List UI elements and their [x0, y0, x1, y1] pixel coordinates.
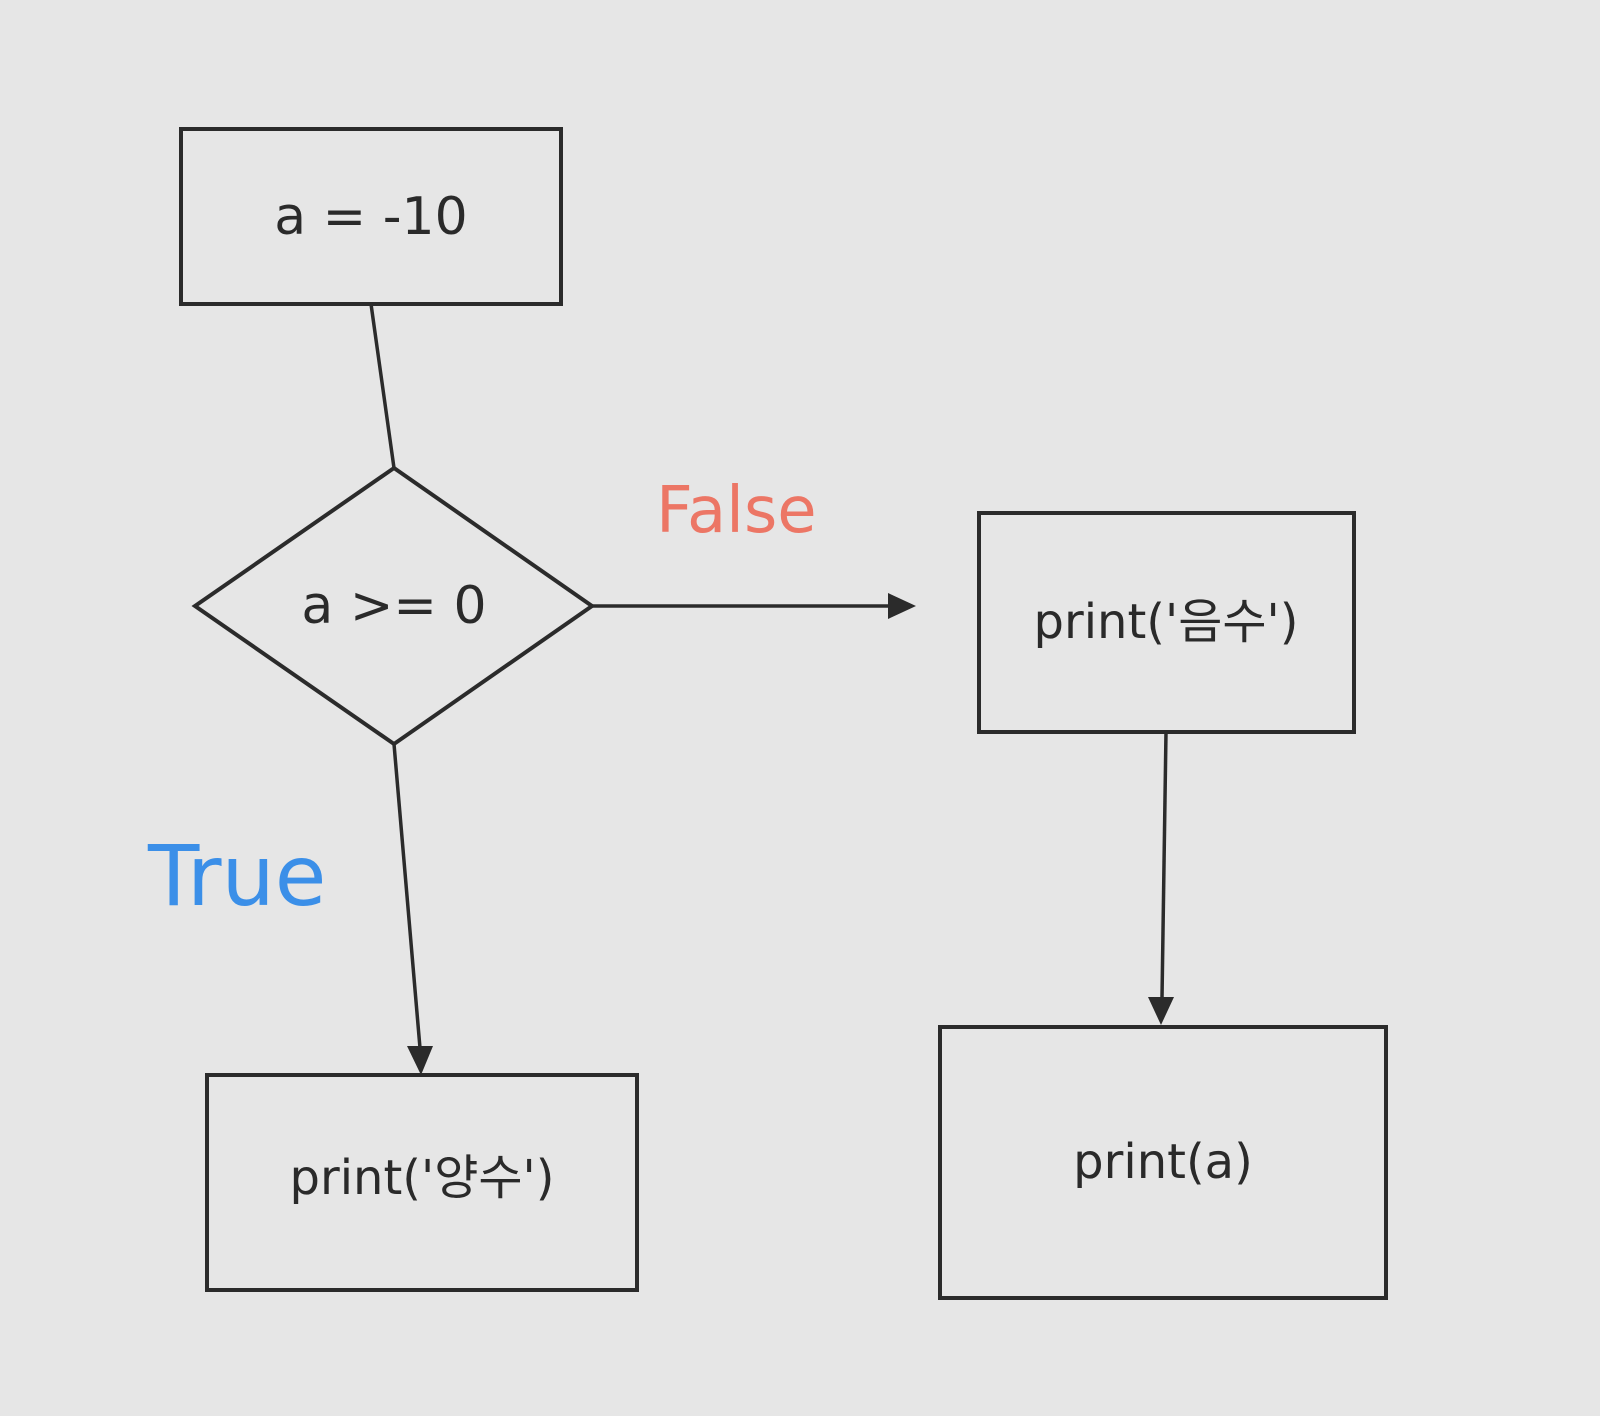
node-condition-diamond: [191, 465, 596, 747]
connector-true-branch: [392, 743, 422, 1049]
arrowhead-false-branch: [888, 593, 916, 619]
false-branch-label: False: [656, 474, 817, 548]
arrowhead-true-branch: [407, 1046, 433, 1075]
node-print-false: print('음수'): [977, 511, 1356, 734]
node-assign-box: [179, 127, 563, 306]
node-print-true: print('양수'): [205, 1073, 639, 1292]
node-print-false-text: print('음수'): [1034, 594, 1299, 650]
arrowhead-negative-to-print-a: [1148, 997, 1174, 1025]
node-assign: a = -10: [179, 127, 563, 306]
node-print-false-box: [977, 511, 1356, 734]
node-assign-text: a = -10: [274, 187, 467, 247]
node-print-a-box: [938, 1025, 1388, 1300]
node-print-a: print(a): [938, 1025, 1388, 1300]
node-condition: a >= 0: [191, 465, 596, 747]
connector-assign-to-condition: [369, 303, 396, 469]
node-condition-text: a >= 0: [301, 576, 486, 636]
node-print-a-text: print(a): [1073, 1134, 1253, 1190]
connector-negative-to-print-a: [1160, 731, 1168, 999]
node-print-true-box: [205, 1073, 639, 1292]
true-branch-label: True: [147, 827, 326, 925]
node-print-true-text: print('양수'): [290, 1150, 555, 1206]
